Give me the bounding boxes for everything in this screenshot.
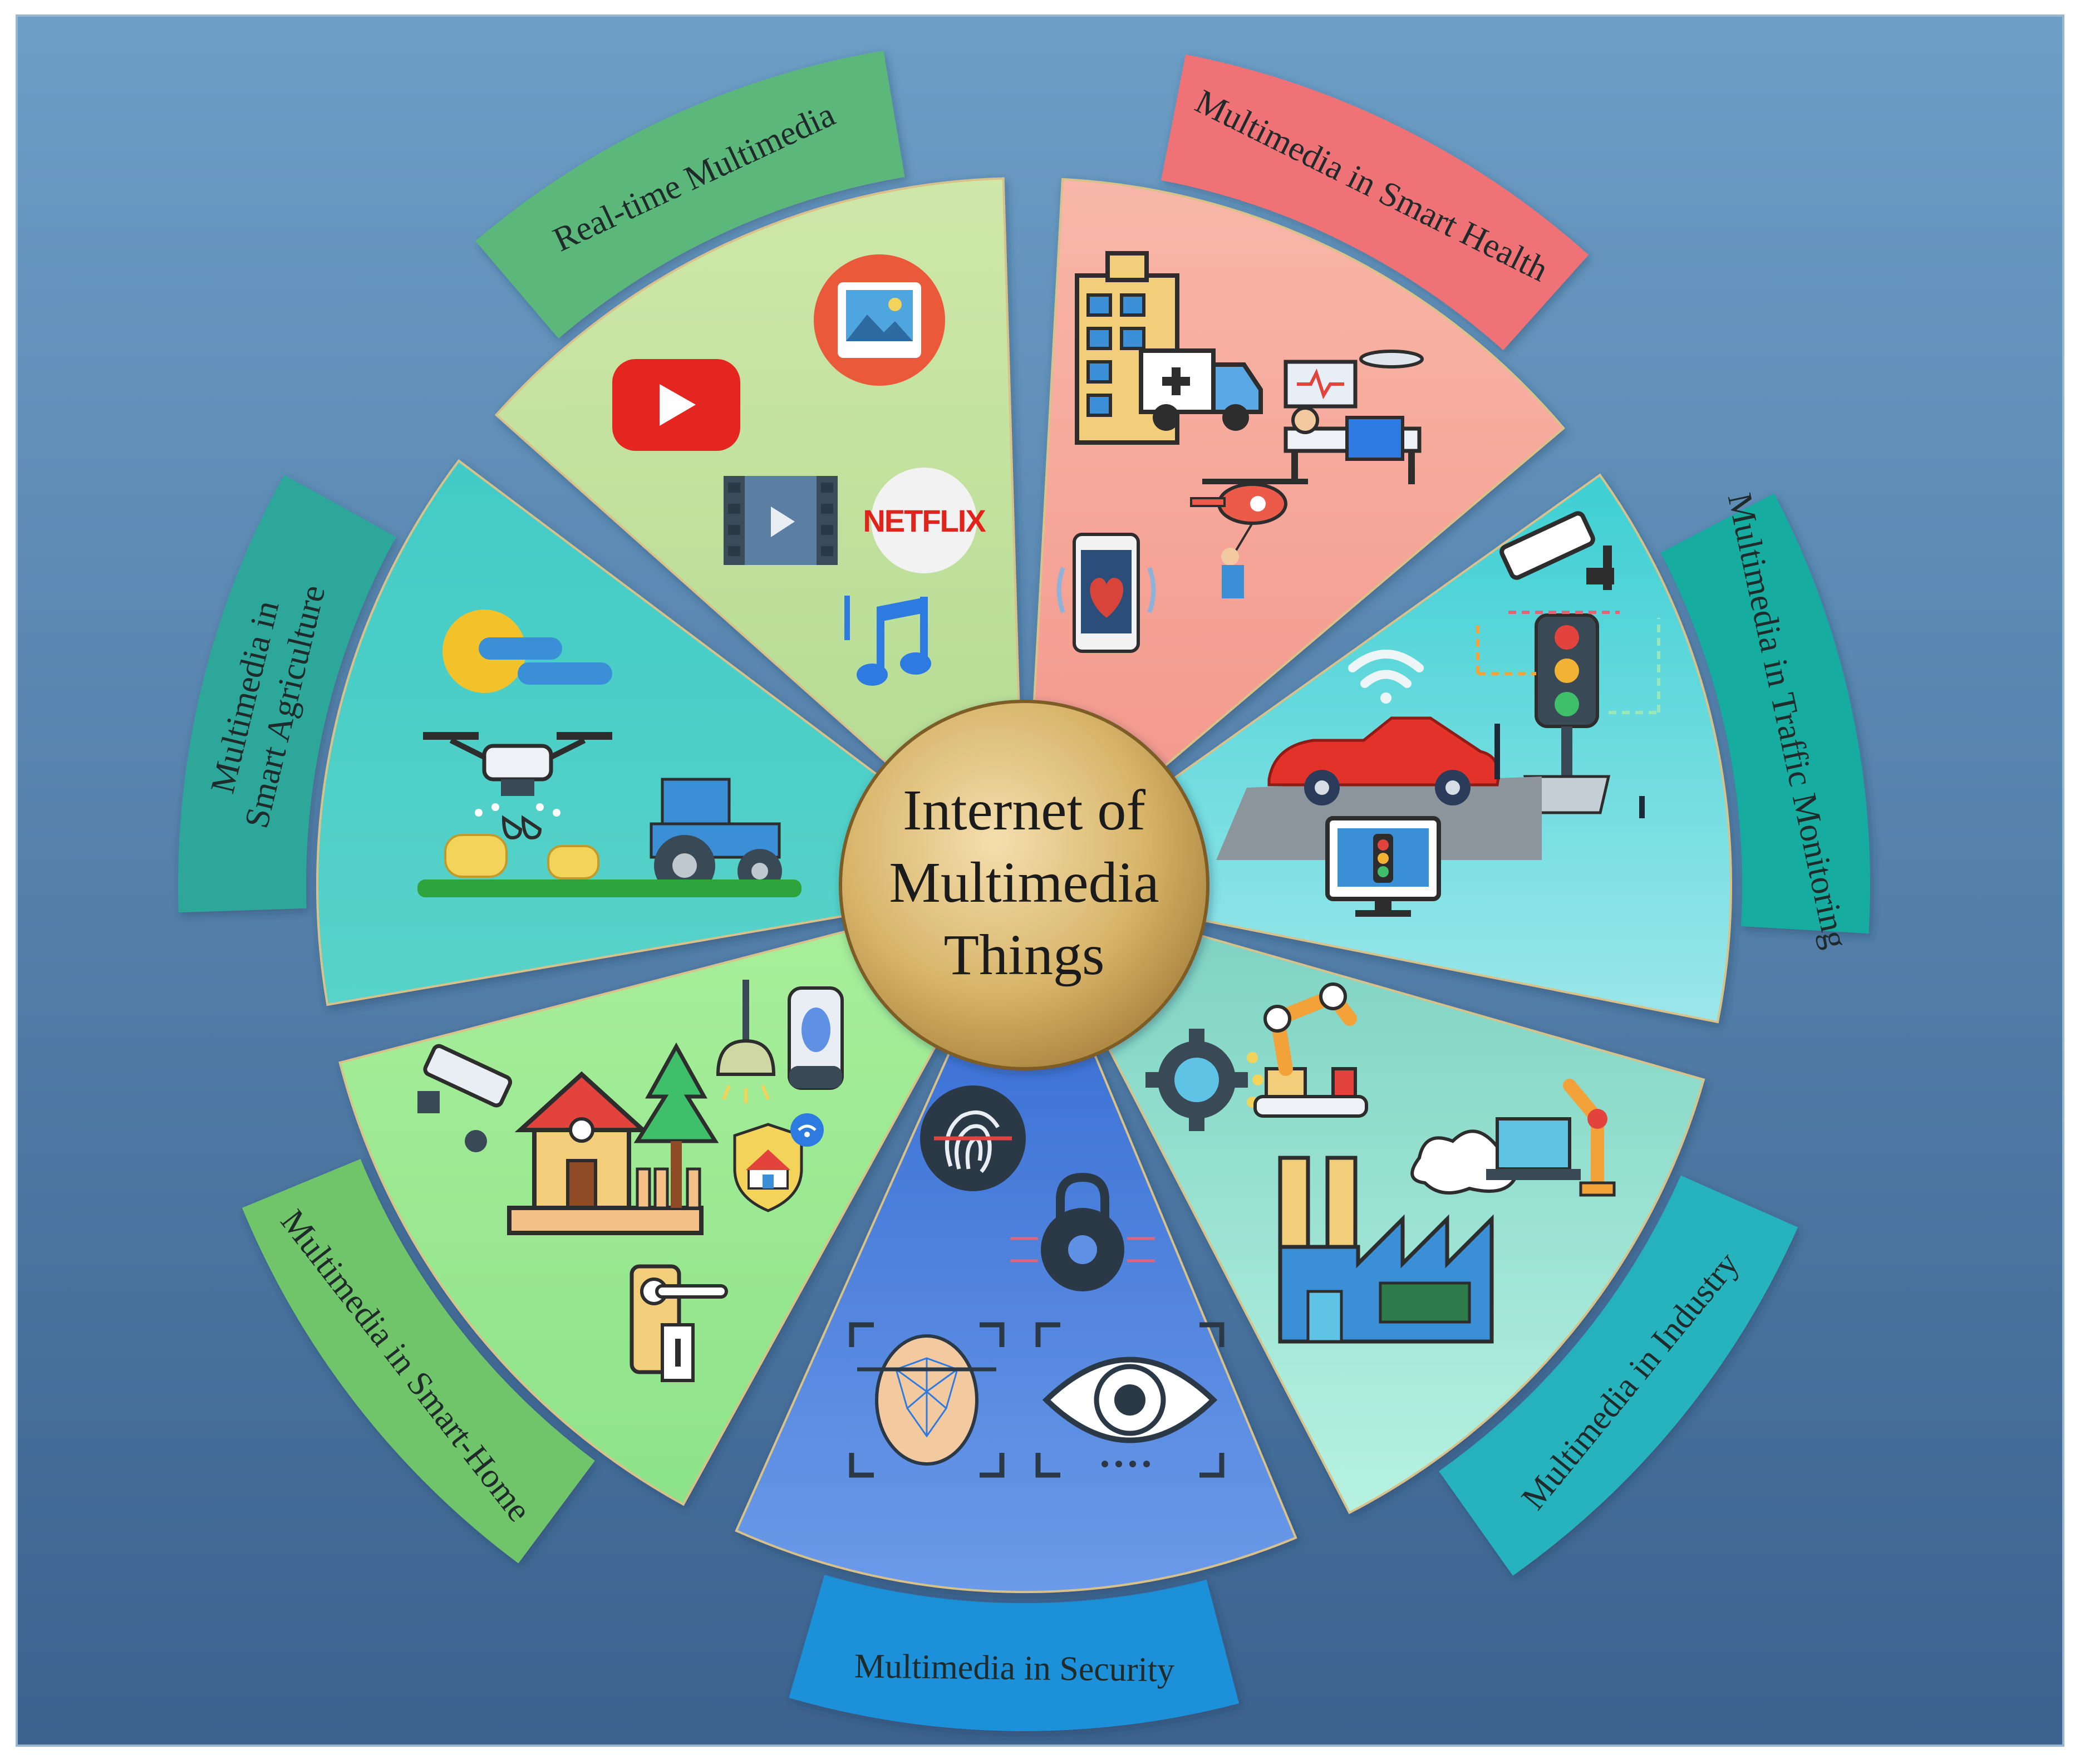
traffic-light-icon [1523,613,1611,814]
video-player-icon [724,476,838,565]
segment-smarthome-icons [417,980,844,1382]
segment-agriculture-icons [417,610,801,897]
ambulance-icon [1139,348,1263,431]
netflix-logo-icon: NETFLIX [863,468,987,573]
youtube-icon [612,359,740,451]
smart-house-icon [507,1042,719,1235]
svg-text:NETFLIX: NETFLIX [863,503,986,538]
center-title-line-3: Things [944,923,1105,987]
smart-lamp-icon [716,980,776,1103]
wifi-home-shield-icon [733,1113,824,1212]
route-arrows [1476,611,1660,818]
band-realtime [475,51,905,339]
hay-bale-icon [444,834,599,879]
label-security-line-1: Multimedia in Security [854,1647,1174,1689]
fingerprint-icon [920,1085,1026,1191]
smart-lock-icon [630,1264,728,1382]
eye-scan-icon [1035,1322,1225,1478]
face-recognition-icon [849,1322,1005,1478]
wifi-signal-icon [1348,650,1424,704]
segment-realtime-icons: NETFLIX [612,254,987,686]
cctv-camera-icon [1499,511,1614,590]
weather-icon [442,610,612,693]
padlock-icon [1010,1172,1155,1291]
grass-strip [417,879,801,897]
segment-traffic-icons [1216,511,1660,917]
band-industry [1439,1175,1798,1576]
gear-icon [1145,1029,1263,1131]
helicopter-rescue-icon [1190,479,1308,598]
traffic-monitor-icon [1325,816,1441,917]
segment-health-icons [1056,251,1424,653]
robot-arm-icon [1253,982,1368,1118]
center-title-line-1: Internet of [903,778,1145,842]
center-hub: Internet of Multimedia Things [839,700,1209,1070]
segment-industry-icons [1145,982,1616,1344]
security-camera-icon [417,1044,513,1152]
heart-phone-icon [1056,533,1156,653]
center-title-line-2: Multimedia [889,851,1159,915]
music-notes-icon [844,596,931,686]
band-security [789,1575,1240,1731]
remote-control-icon [788,986,844,1090]
laptop-robot-icon [1486,1079,1616,1197]
band-traffic [1660,493,1870,934]
band-health [1161,54,1589,351]
patient-monitor-icon [1284,350,1424,484]
drone-icon [423,732,612,840]
band-smarthome [242,1159,595,1564]
label-security: Multimedia in Security [854,1647,1174,1689]
band-agriculture [178,475,396,913]
segment-security-icons [849,1085,1225,1478]
image-gallery-icon [814,254,945,386]
outer-label-bands [178,51,1870,1731]
